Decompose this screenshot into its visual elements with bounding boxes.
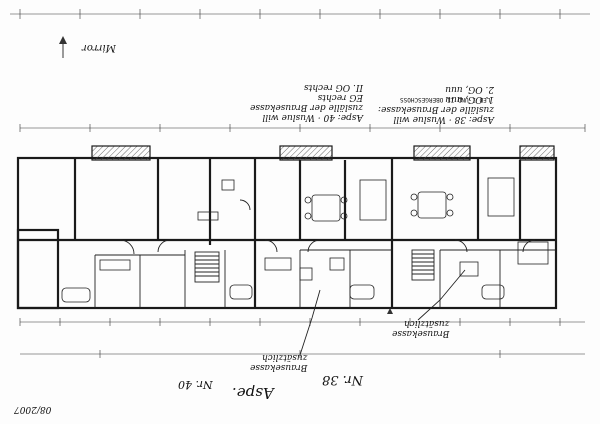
header-caption: LED I UND II OBERGESCHOSS xyxy=(400,96,490,103)
lower-dimension-row xyxy=(19,318,585,358)
header-right-line2: zuslälle der Brausekasse: xyxy=(378,104,495,114)
fixtures xyxy=(61,177,549,303)
annotation-right-line1: Brausekasse xyxy=(392,328,450,338)
corner-note: 08/2007 xyxy=(14,404,51,414)
header-block-left: Aspe: 40 · Wuslue will zuslälle der Brau… xyxy=(250,82,363,122)
footer-left: Aspe. xyxy=(232,384,274,402)
top-dimension-chain xyxy=(10,9,590,19)
door-swings xyxy=(119,199,536,255)
header-left-line1: Aspe: 40 · Wuslue will xyxy=(262,112,364,122)
staircase-icon xyxy=(194,249,435,283)
north-arrow-icon xyxy=(59,36,67,58)
annotation-left-line1: Brausekasse xyxy=(250,362,308,372)
footer-right: Nr. 38 xyxy=(322,372,363,387)
outer-walls xyxy=(16,145,558,310)
footer-right-text: Nr. 38 xyxy=(322,372,363,387)
footer-left-number: Nr. 40 xyxy=(178,378,213,391)
corner-note-text: 08/2007 xyxy=(14,404,52,414)
header-block-right: Aspe: 38 · Wuslue will zuslälle der Brau… xyxy=(378,84,494,124)
mirror-label-text: Mirror xyxy=(82,42,116,53)
footer-left-number-text: Nr. 40 xyxy=(178,378,213,391)
header-left-line2: zuslälle der Brausekasse xyxy=(250,102,364,112)
annotation-right-line2: zusätzlich xyxy=(403,318,450,328)
annotation-left: Brausekasse zusätzlich xyxy=(250,352,307,372)
header-left-line3: EG rechts xyxy=(317,92,364,102)
upper-dimension-row xyxy=(19,124,586,132)
footer-left-text: Aspe. xyxy=(232,384,274,402)
annotation-left-line2: zusätzlich xyxy=(261,352,308,362)
header-right-line1: Aspe: 38 · Wuslue will xyxy=(393,114,495,124)
interior-walls xyxy=(18,158,556,308)
header-caption-text: LED I UND II OBERGESCHOSS xyxy=(400,96,491,103)
header-right-line4: 2. OG, uuu xyxy=(445,84,495,94)
annotation-right: Brausekasse zusätzlich xyxy=(392,318,449,338)
header-left-line4: II. OG rechts xyxy=(304,82,364,92)
mirror-label: Mirror xyxy=(82,42,116,53)
annotation-leaders xyxy=(299,269,466,356)
